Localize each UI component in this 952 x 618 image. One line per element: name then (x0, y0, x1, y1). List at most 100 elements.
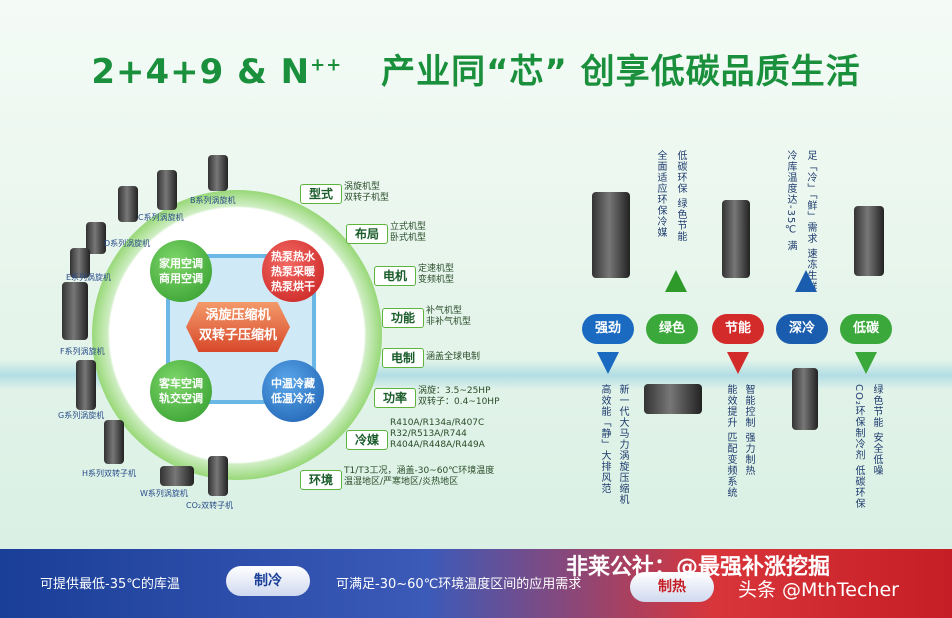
tag-voltage: 电制 (382, 348, 424, 368)
compressor-image (644, 384, 702, 414)
vertical-text: 新一代大马力涡旋压缩机 (617, 384, 628, 505)
bubble-text: 热泵采暖 (271, 264, 315, 278)
compressor-image (722, 200, 750, 278)
bottom-left-text: 可提供最低-35℃的库温 (40, 577, 180, 592)
tag-desc: T1/T3工况，涵盖-30~60℃环境温度温湿地区/严寒地区/炎热地区 (344, 466, 494, 488)
center-line2: 双转子压缩机 (198, 328, 277, 343)
tag-desc-2: 卧式机型 (390, 233, 427, 243)
tag-desc-2: 温湿地区/严寒地区/炎热地区 (344, 477, 459, 487)
cooling-badge: 制冷 (226, 566, 310, 596)
center-label: 涡旋压缩机 双转子压缩机 (186, 306, 290, 346)
compressor-image (792, 368, 818, 430)
tag-power: 功率 (374, 388, 416, 408)
arrow-down-icon (727, 352, 749, 374)
tag-desc-1: R410A/R134a/R407C (390, 418, 485, 428)
bubble-text: 客车空调 (159, 377, 203, 390)
bubble-text: 热泵烘干 (271, 279, 315, 293)
bubble-text: 热泵热水 (271, 249, 315, 263)
series-label: D系列涡旋机 (104, 239, 151, 248)
vertical-text: 冷库温度达-35℃ 满 (785, 150, 796, 252)
bottom-bar (0, 549, 952, 618)
watermark-cn: 非莱公社：@最强补涨挖掘 (566, 555, 831, 580)
tag-desc-2: 变频机型 (418, 275, 455, 285)
compressor-image (76, 360, 96, 410)
arrow-down-icon (855, 352, 877, 374)
pill-lowcarbon: 低碳 (840, 314, 892, 344)
bubble-text: 中温冷藏 (271, 377, 315, 390)
bubble-heatpump: 热泵热水 热泵采暖 热泵烘干 (262, 240, 324, 302)
tag-environment: 环境 (300, 470, 342, 490)
title-sup: ++ (310, 54, 343, 76)
compressor-image (160, 466, 194, 486)
title-main: 2+4+9 & N (91, 52, 311, 92)
series-label: G系列涡旋机 (58, 411, 105, 420)
series-label: F系列涡旋机 (60, 347, 105, 356)
bottom-mid-text: 可满足-30~60℃环境温度区间的应用需求 (336, 577, 582, 592)
vertical-text: 能效提升 匹配变频系统 (725, 384, 736, 499)
tag-desc-1: 定速机型 (418, 264, 455, 274)
series-label: B系列涡旋机 (190, 196, 236, 205)
compressor-image (104, 420, 124, 464)
arrow-up-icon (795, 270, 817, 292)
tag-desc-1: 涡旋机型 (344, 182, 381, 192)
bubble-bus: 客车空调 轨交空调 (150, 360, 212, 422)
tag-refrigerant: 冷媒 (346, 430, 388, 450)
bubble-refrigeration: 中温冷藏 低温冷冻 (262, 360, 324, 422)
tag-layout: 布局 (346, 224, 388, 244)
arrow-up-icon (665, 270, 687, 292)
vertical-text: 绿色节能 安全低噪 (871, 384, 882, 477)
center-line1: 涡旋压缩机 (205, 308, 271, 323)
center-hexagon (186, 302, 290, 352)
tag-desc: 涵盖全球电制 (426, 352, 481, 362)
tag-desc-2: R32/R513A/R744 (390, 429, 467, 439)
bubble-text: 轨交空调 (159, 392, 203, 405)
tag-desc-3: R404A/R448A/R449A (390, 440, 485, 450)
pill-strong: 强劲 (582, 314, 634, 344)
tag-function: 功能 (382, 308, 424, 328)
tag-desc-2: 双转子机型 (344, 193, 390, 203)
tag-desc-1: 涡旋：3.5~25HP (418, 386, 491, 396)
tag-desc-2: 非补气机型 (426, 317, 472, 327)
compressor-image (157, 170, 177, 210)
pill-green: 绿色 (646, 314, 698, 344)
tag-desc: 定速机型变频机型 (418, 264, 454, 286)
series-label: H系列双转子机 (82, 469, 137, 478)
compressor-image (62, 282, 88, 340)
bubble-text: 低温冷冻 (271, 392, 315, 405)
tag-desc: 补气机型非补气机型 (426, 306, 471, 328)
tag-desc: 立式机型卧式机型 (390, 222, 426, 244)
page-title: 2+4+9 & N++ 产业同“芯” 创享低碳品质生活 (0, 44, 952, 93)
vertical-text: 智能控制 强力制热 (743, 384, 754, 477)
compressor-image (86, 222, 106, 254)
tag-desc-1: T1/T3工况，涵盖-30~60℃环境温度 (344, 466, 495, 476)
compressor-image (592, 192, 630, 278)
vertical-text: 足「冷」「鲜」需求 速冻生鲜 (805, 150, 816, 293)
vertical-text: 低碳环保 绿色节能 (675, 150, 686, 243)
title-slogan: 产业同“芯” 创享低碳品质生活 (381, 52, 861, 92)
heating-badge: 制热 (630, 572, 714, 602)
watermark-en: 头条 @MthTecher (738, 579, 899, 601)
tag-desc-1: 补气机型 (426, 306, 463, 316)
tag-desc-2: 双转子：0.4~10HP (418, 397, 500, 407)
bubble-text: 商用空调 (159, 272, 203, 285)
series-label: C系列涡旋机 (138, 213, 184, 222)
bubble-text: 家用空调 (159, 257, 203, 270)
compressor-image (208, 155, 228, 191)
arrow-down-icon (597, 352, 619, 374)
tag-motor: 电机 (374, 266, 416, 286)
vertical-text: 高效能「静」大排风范 (599, 384, 610, 494)
series-label: CO₂双转子机 (186, 501, 234, 510)
pill-deepcool: 深冷 (776, 314, 828, 344)
vertical-text: 全面适应环保冷媒 (655, 150, 666, 238)
pill-energy: 节能 (712, 314, 764, 344)
series-label: W系列涡旋机 (140, 489, 188, 498)
series-label: E系列涡旋机 (66, 273, 112, 282)
compressor-image (118, 186, 138, 222)
compressor-image (70, 248, 90, 278)
tag-desc-1: 立式机型 (390, 222, 427, 232)
bubble-household: 家用空调 商用空调 (150, 240, 212, 302)
compressor-image (208, 456, 228, 496)
compressor-image (854, 206, 884, 276)
